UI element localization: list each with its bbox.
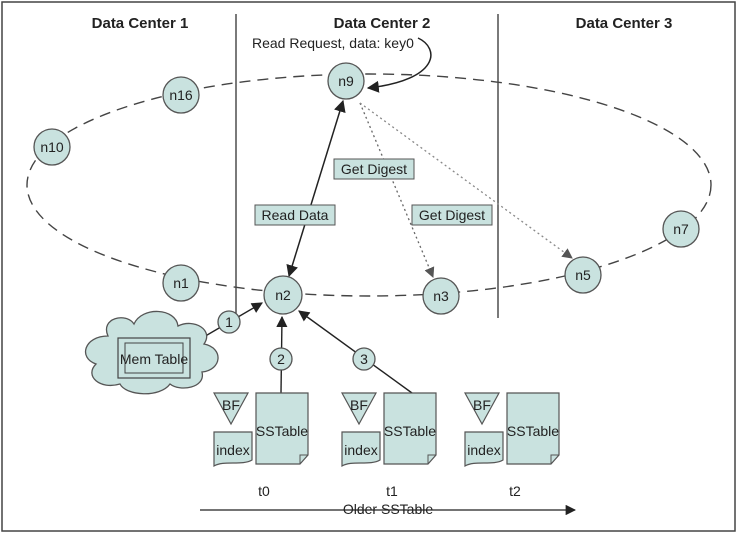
read-data-box <box>254 204 336 226</box>
index-label: index <box>467 442 500 458</box>
sstable-label: SSTable <box>384 423 436 439</box>
read-data-arrow <box>286 99 346 278</box>
index-doc-icon <box>464 431 504 468</box>
step-badge-3: 3 <box>352 347 376 371</box>
sstable-group-t1: BF index SSTable t1 <box>340 392 437 499</box>
get-digest-box-2 <box>411 204 493 226</box>
sstable-fold-icon <box>427 454 436 464</box>
bloom-filter-icon <box>212 392 250 426</box>
digest-arrow-n5 <box>359 102 573 259</box>
get-digest-label-1: Get Digest <box>341 161 407 177</box>
node-n5: n5 <box>564 256 602 294</box>
step-badge-2: 2 <box>269 347 293 371</box>
sstable-doc-icon <box>506 392 560 465</box>
node-n1: n1 <box>162 264 200 302</box>
node-n3-label: n3 <box>433 288 449 304</box>
node-n2: n2 <box>263 275 303 315</box>
memtable-rect-outer <box>117 337 191 379</box>
node-n7: n7 <box>662 210 700 248</box>
node-n3: n3 <box>422 277 460 315</box>
sstable-fold-icon <box>550 454 559 464</box>
index-label: index <box>344 442 377 458</box>
header-dc3: Data Center 3 <box>576 15 673 32</box>
sstable-doc-icon <box>255 392 309 465</box>
header-dc2: Data Center 2 <box>334 15 431 32</box>
older-sstable-label: Older SSTable <box>343 501 433 517</box>
node-n7-label: n7 <box>673 221 689 237</box>
header-dc1: Data Center 1 <box>92 15 189 32</box>
time-label: t0 <box>258 483 270 499</box>
node-n10-label: n10 <box>40 139 64 155</box>
node-n9-label: n9 <box>338 73 354 89</box>
bloom-filter-icon <box>463 392 501 426</box>
sstable-fold-icon <box>299 454 308 464</box>
get-digest-label-2: Get Digest <box>419 207 485 223</box>
bloom-filter-label: BF <box>350 397 368 413</box>
memtable-rect-inner <box>124 342 184 374</box>
step-3-label: 3 <box>360 351 368 367</box>
digest-arrow-n3 <box>359 102 435 278</box>
step-badge-1: 1 <box>217 310 241 334</box>
bloom-filter-label: BF <box>473 397 491 413</box>
node-n2-label: n2 <box>275 287 291 303</box>
sstable-label: SSTable <box>256 423 308 439</box>
memtable-cloud: Mem Table <box>85 310 219 395</box>
sstable-group-t0: BF index SSTable t0 <box>212 392 309 499</box>
node-n16-label: n16 <box>169 87 193 103</box>
node-n5-label: n5 <box>575 267 591 283</box>
bloom-filter-label: BF <box>222 397 240 413</box>
memtable-label: Mem Table <box>120 351 188 367</box>
node-n16: n16 <box>162 76 200 114</box>
step-2-label: 2 <box>277 351 285 367</box>
node-n1-label: n1 <box>173 275 189 291</box>
node-n10: n10 <box>33 128 71 166</box>
read-request-label: Read Request, data: key0 <box>252 35 414 51</box>
sstable-doc-icon <box>383 392 437 465</box>
index-label: index <box>216 442 249 458</box>
time-label: t1 <box>386 483 398 499</box>
get-digest-box-1 <box>333 158 415 180</box>
sstable-label: SSTable <box>507 423 559 439</box>
sstable-groups: BF index SSTable t0 BF index SSTable t1 BF index S… <box>212 392 560 499</box>
time-label: t2 <box>509 483 521 499</box>
token-ring <box>26 73 712 297</box>
index-doc-icon <box>213 431 253 468</box>
bloom-filter-icon <box>340 392 378 426</box>
read-data-label: Read Data <box>262 207 329 223</box>
sstable-group-t2: BF index SSTable t2 <box>463 392 560 499</box>
index-doc-icon <box>341 431 381 468</box>
step-1-label: 1 <box>225 314 233 330</box>
read-request-arrow <box>366 37 432 93</box>
node-n9: n9 <box>327 62 365 100</box>
